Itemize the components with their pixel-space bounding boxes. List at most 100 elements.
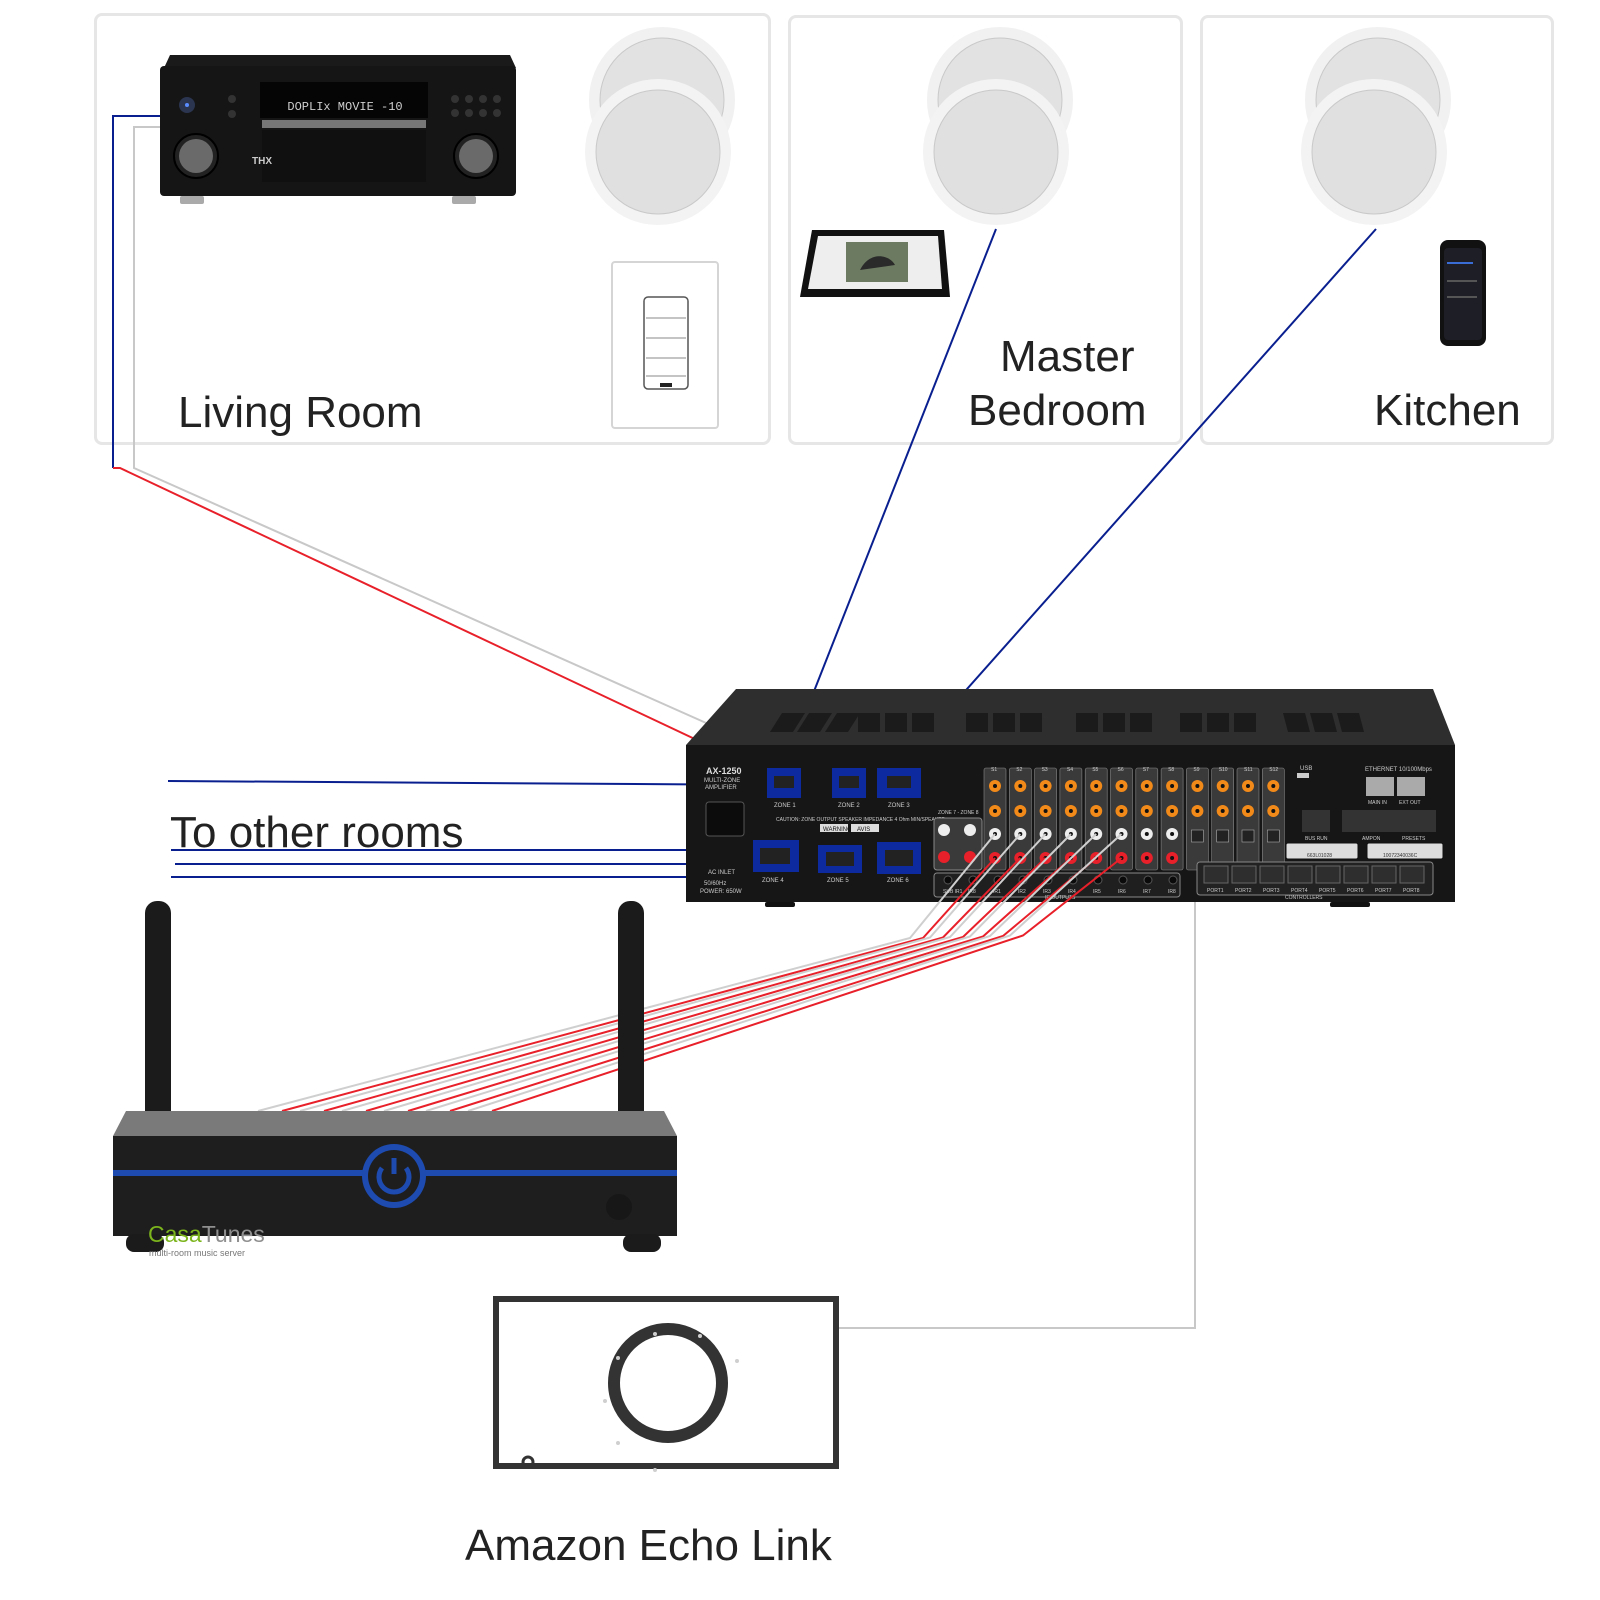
source-s4: [1059, 767, 1083, 871]
svg-text:MAIN IN: MAIN IN: [1368, 800, 1387, 806]
svg-text:S6: S6: [1118, 767, 1124, 773]
power-led: [521, 1455, 535, 1469]
svg-text:ZONE 1: ZONE 1: [774, 803, 796, 809]
svg-text:AMPON: AMPON: [1362, 836, 1381, 842]
svg-text:CAUTION: ZONE OUTPUT SPEAKER I: CAUTION: ZONE OUTPUT SPEAKER IMPEDANCE 4…: [776, 817, 945, 823]
audio-wire-white: [425, 833, 1097, 1112]
echo-link-label: Amazon Echo Link: [465, 1521, 832, 1570]
room-label-master-line1: Master: [1000, 332, 1135, 381]
svg-text:ZONE 2: ZONE 2: [838, 803, 860, 809]
svg-text:AC INLET: AC INLET: [708, 870, 735, 876]
source-s8: [1160, 767, 1184, 871]
svg-text:S5: S5: [1092, 767, 1098, 773]
wall-keypad: [611, 261, 719, 429]
living-room-speakers: [585, 27, 735, 225]
room-label-living-room: Living Room: [178, 388, 423, 437]
svg-text:IR OUTPUTS: IR OUTPUTS: [1045, 895, 1076, 901]
svg-text:S2: S2: [1016, 767, 1022, 773]
svg-text:POWER: 650W: POWER: 650W: [700, 889, 742, 895]
thx-badge: THX: [252, 156, 272, 167]
svg-text:WARNING: WARNING: [823, 827, 852, 833]
power-icon: [376, 1166, 412, 1195]
svg-text:PORT5: PORT5: [1319, 888, 1336, 894]
source-s3: [1034, 767, 1057, 871]
svg-text:S7: S7: [1143, 767, 1149, 773]
casatunes-server: [113, 901, 677, 1252]
svg-text:50/60Hz: 50/60Hz: [704, 881, 726, 887]
controller-port2: [1231, 865, 1257, 884]
svg-text:ZONE 4: ZONE 4: [762, 878, 784, 884]
to-other-rooms-label: To other rooms: [170, 808, 464, 857]
master-bedroom-speakers: [923, 27, 1073, 225]
kitchen-speakers: [1301, 27, 1451, 225]
svg-text:CONTROLLERS: CONTROLLERS: [1285, 895, 1323, 901]
svg-text:PORT1: PORT1: [1207, 888, 1224, 894]
audio-wire-white: [257, 833, 996, 1112]
antenna-left: [145, 901, 171, 1123]
ir-label: IR3: [1043, 889, 1051, 895]
wire-echo-link: [836, 860, 1196, 1329]
controller-port5: [1315, 865, 1341, 884]
spdif-optical-in: [1267, 829, 1280, 843]
tablet: [800, 230, 950, 297]
audio-cable-bundle: [257, 833, 1123, 1112]
wire-kitchen: [894, 228, 1377, 771]
receiver-display: DOPLIx MOVIE -10: [287, 100, 402, 114]
wire-other-room-1: [167, 780, 781, 786]
av-receiver: DOPLIx MOVIE -10 THX: [160, 55, 516, 204]
ir-label: IR1: [993, 889, 1001, 895]
svg-text:AMPLIFIER: AMPLIFIER: [705, 785, 737, 791]
svg-text:PRESETS: PRESETS: [1402, 836, 1426, 842]
ir-label: IR7: [1143, 889, 1151, 895]
source-s5: [1084, 767, 1108, 871]
ir-label: IR5: [1093, 889, 1101, 895]
svg-text:S8: S8: [1168, 767, 1174, 773]
svg-text:S12: S12: [1269, 767, 1278, 773]
source-s1: [983, 767, 1007, 871]
wire-receiver-blue: [112, 115, 160, 468]
audio-wire-red: [323, 857, 1022, 1112]
svg-text:10072340036C: 10072340036C: [1383, 853, 1418, 859]
audio-wire-white: [299, 833, 1022, 1112]
svg-text:663L01028: 663L01028: [1307, 853, 1332, 859]
zone7-white-jack: [938, 824, 950, 836]
svg-text:ZONE 3: ZONE 3: [888, 803, 910, 809]
source-s2: [1008, 767, 1032, 871]
svg-text:S10: S10: [1219, 767, 1228, 773]
room-label-kitchen: Kitchen: [1374, 386, 1521, 435]
audio-wire-white: [383, 833, 1072, 1112]
ir-label: SUB IR1: [943, 889, 963, 895]
ir-label: IR2: [1018, 889, 1026, 895]
audio-wire-white: [341, 833, 1047, 1112]
svg-text:PORT4: PORT4: [1291, 888, 1308, 894]
smartphone: [1440, 240, 1486, 346]
spdif-optical-in: [1191, 829, 1204, 843]
controller-port4: [1287, 865, 1313, 884]
wire-receiver-white: [133, 126, 945, 830]
svg-text:ZONE 6: ZONE 6: [887, 878, 909, 884]
svg-text:USB: USB: [1300, 766, 1312, 772]
amp-model: AX-1250: [706, 766, 742, 776]
controller-port6: [1343, 865, 1369, 884]
casatunes-tagline: multi-room music server: [149, 1248, 246, 1258]
svg-text:S1: S1: [991, 767, 997, 773]
ethernet-ext-out-port: [1397, 777, 1425, 796]
svg-text:PORT6: PORT6: [1347, 888, 1364, 894]
svg-text:PORT8: PORT8: [1403, 888, 1420, 894]
zone7-red-jack: [938, 851, 950, 863]
ir-label: IR6: [1118, 889, 1126, 895]
controller-port8: [1399, 865, 1425, 884]
ethernet-main-in-port: [1366, 777, 1394, 796]
svg-text:AVIS: AVIS: [857, 827, 870, 833]
audio-wire-red: [491, 857, 1123, 1112]
svg-text:ETHERNET 10/100Mbps: ETHERNET 10/100Mbps: [1365, 767, 1432, 773]
ac-inlet-socket: [705, 801, 745, 837]
audio-wire-red: [407, 857, 1072, 1112]
ir-label: IR8: [968, 889, 976, 895]
controller-port3: [1259, 865, 1285, 884]
casatunes-logo: CasaTunes: [148, 1221, 265, 1247]
svg-text:BUS RUN: BUS RUN: [1305, 836, 1328, 842]
